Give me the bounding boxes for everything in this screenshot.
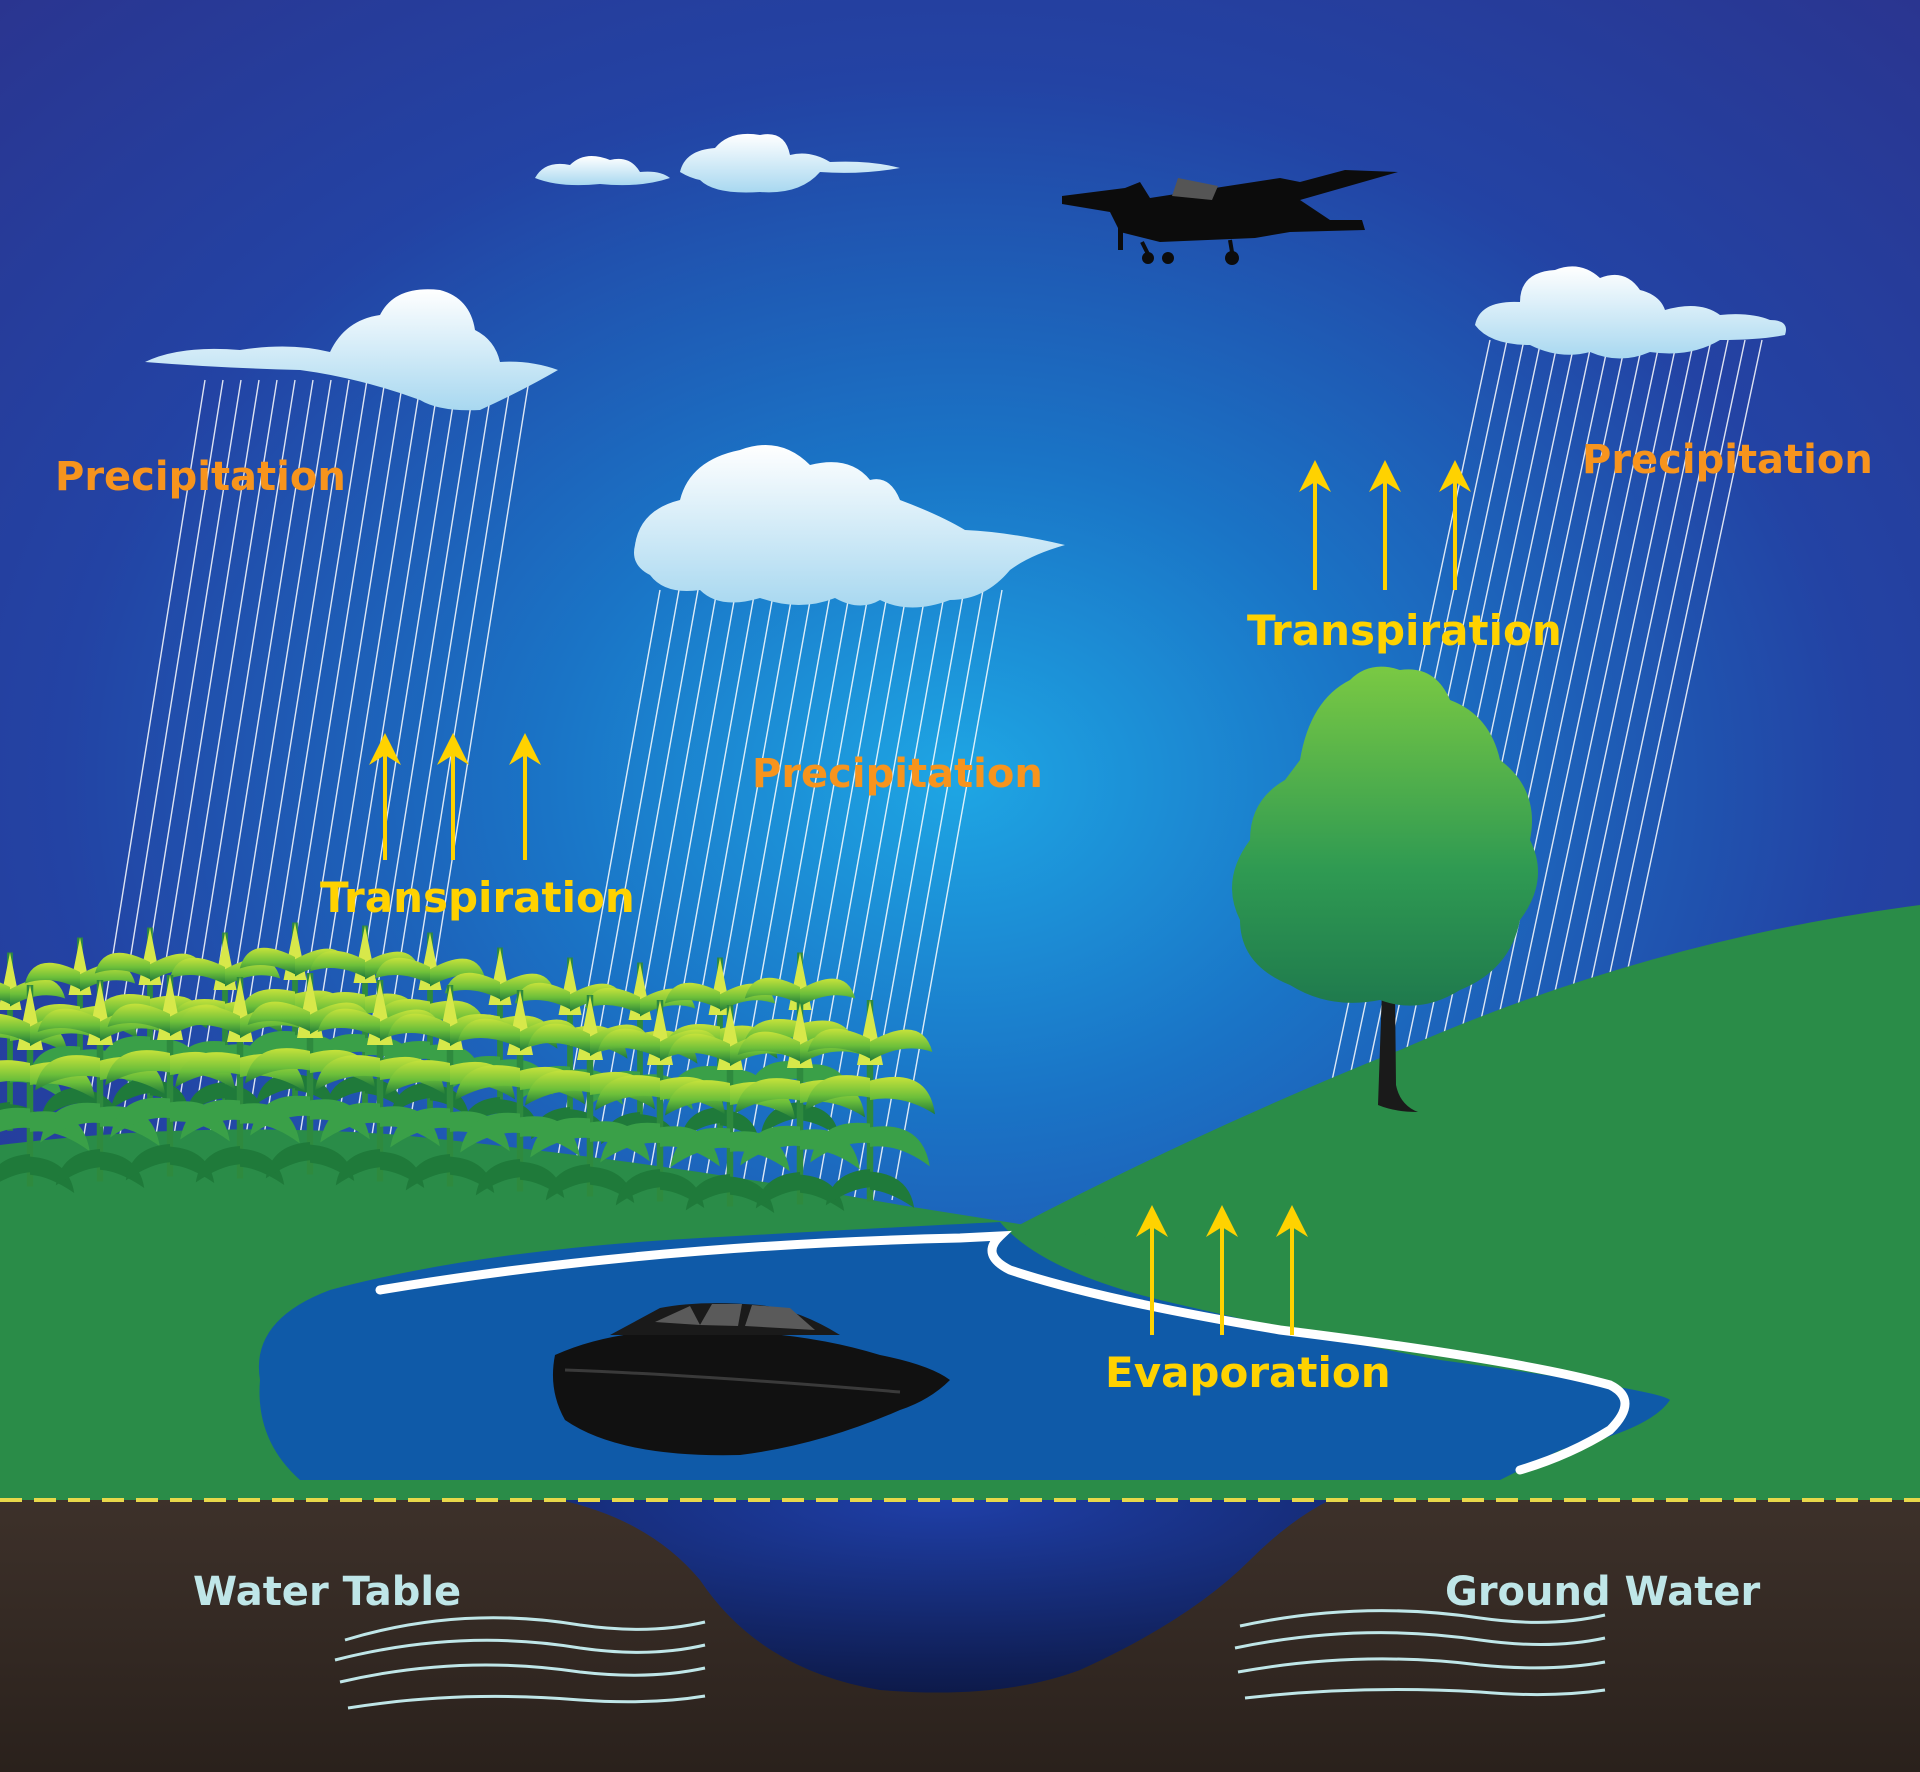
arrow-up-icon: [1439, 460, 1471, 590]
tree-icon: [1232, 666, 1538, 1112]
groundwater-bowl: [560, 1500, 1330, 1693]
groundwater-waves-left: [334, 1616, 706, 1710]
arrows: [369, 460, 1471, 1335]
arrow-up-icon: [437, 733, 469, 860]
airplane-icon: [1062, 170, 1398, 265]
arrow-up-icon: [509, 733, 541, 860]
arrow-up-icon: [369, 733, 401, 860]
cloud-icon: [1475, 266, 1786, 359]
cloud-icon: [535, 156, 670, 186]
label-precipitation-right: Precipitation: [1582, 437, 1873, 483]
label-transpiration-left: Transpiration: [320, 873, 635, 922]
label-precipitation-left: Precipitation: [55, 454, 346, 500]
label-ground-water: Ground Water: [1445, 1569, 1760, 1615]
boat-icon: [552, 1303, 950, 1456]
arrow-up-icon: [1206, 1205, 1238, 1335]
cloud-icon: [145, 289, 558, 411]
label-evaporation: Evaporation: [1105, 1348, 1391, 1397]
cloud-icon: [634, 445, 1065, 608]
arrow-up-icon: [1369, 460, 1401, 590]
arrow-up-icon: [1136, 1205, 1168, 1335]
cloud-icon: [680, 133, 900, 193]
groundwater-waves-right: [1234, 1609, 1606, 1700]
label-precipitation-center: Precipitation: [752, 751, 1043, 797]
label-transpiration-right: Transpiration: [1247, 606, 1562, 655]
arrow-up-icon: [1276, 1205, 1308, 1335]
arrow-up-icon: [1299, 460, 1331, 590]
label-water-table: Water Table: [193, 1569, 461, 1615]
